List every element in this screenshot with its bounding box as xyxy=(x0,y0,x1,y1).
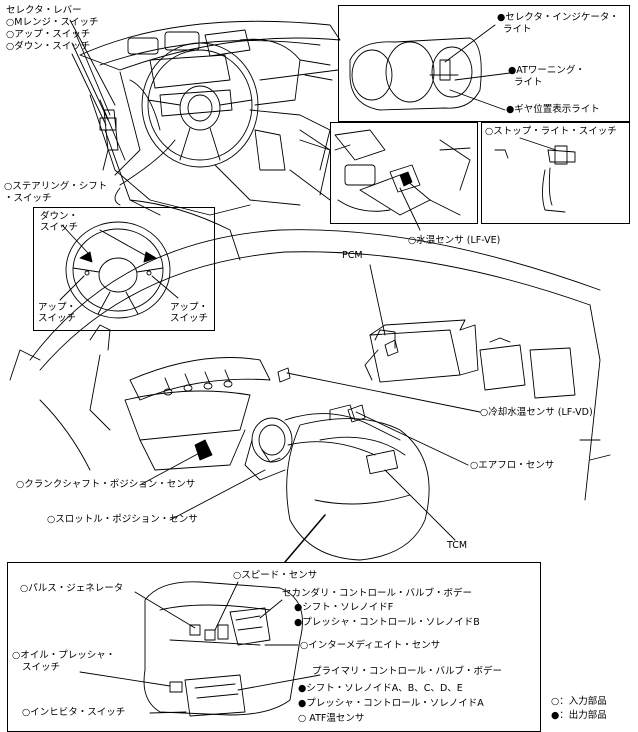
steering-inset-drawing xyxy=(59,221,179,319)
label-at-warning-1: ●ATワーニング・ xyxy=(508,65,585,76)
label-crankshaft-sensor: ○クランクシャフト・ポジション・センサ xyxy=(16,479,196,490)
label-at-warning-2: ライト xyxy=(514,77,543,88)
legend-input: ○：入力部品 xyxy=(551,696,607,707)
label-gear-position: ●ギヤ位置表示ライト xyxy=(506,104,600,115)
label-primary-valve-body: プライマリ・コントロール・バルブ・ボデー xyxy=(312,666,503,677)
label-down-1: ダウン・ xyxy=(40,211,79,222)
stop-light-inset-frame xyxy=(481,122,630,224)
label-oil-pressure-switch-1: ○オイル・プレッシャ・ xyxy=(12,650,116,661)
label-pressure-solenoid-b: ●プレッシャ・コントロール・ソレノイドB xyxy=(294,617,480,628)
label-stop-light-switch: ○ストップ・ライト・スイッチ xyxy=(485,126,617,137)
label-down-2: スイッチ xyxy=(40,222,79,233)
label-steering-shift-switch-2: ・スイッチ xyxy=(4,193,52,204)
cluster-inset-frame xyxy=(338,5,630,122)
label-steering-shift-switch-1: ○ステアリング・シフト xyxy=(4,181,108,192)
label-pressure-solenoid-a: ●プレッシャ・コントロール・ソレノイドA xyxy=(298,698,484,709)
steering-inset-frame xyxy=(33,207,215,331)
dashboard-drawing xyxy=(79,20,341,261)
label-tcm: TCM xyxy=(447,540,468,551)
label-pcm: PCM xyxy=(342,250,363,261)
label-up-left-2: スイッチ xyxy=(38,313,77,324)
label-selector-lever: セレクタ・レバー xyxy=(6,5,82,16)
label-speed-sensor: ○スピード・センサ xyxy=(233,570,318,581)
label-atf-temp-sensor: ○ ATF温センサ xyxy=(298,713,365,724)
label-shift-solenoid-f: ●シフト・ソレノイドF xyxy=(294,602,394,613)
stop-light-inset-drawing xyxy=(494,137,576,213)
water-temp-inset-drawing xyxy=(334,129,471,231)
label-intermediate-sensor: ○インターメディエイト・センサ xyxy=(300,640,441,651)
transaxle-drawing xyxy=(143,581,303,717)
label-secondary-valve-body: セカンダリ・コントロール・バルブ・ボデー xyxy=(282,588,473,599)
label-down-switch: ○ダウン・スイッチ xyxy=(6,41,91,52)
label-inhibitor-switch: ○インヒビタ・スイッチ xyxy=(22,707,126,718)
label-water-temp-sensor: ○水温センサ (LF-VE) xyxy=(408,235,501,246)
label-shift-solenoids-ae: ●シフト・ソレノイドA、B、C、D、E xyxy=(298,683,463,694)
label-selector-indicator-2: ライト xyxy=(503,24,532,35)
cluster-drawing xyxy=(349,24,511,111)
label-m-range-switch: ○Mレンジ・スイッチ xyxy=(6,17,99,28)
label-up-switch: ○アップ・スイッチ xyxy=(6,29,91,40)
label-pulse-generator: ○パルス・ジェネレータ xyxy=(20,583,124,594)
water-temp-inset-frame xyxy=(330,122,478,224)
label-coolant-temp-sensor: ○冷却水温センサ (LF-VD) xyxy=(480,407,593,418)
engine-drawing xyxy=(9,229,611,561)
label-up-right-2: スイッチ xyxy=(170,313,209,324)
label-airflow-sensor: ○エアフロ・センサ xyxy=(470,460,555,471)
label-selector-indicator-1: ●セレクタ・インジケータ・ xyxy=(497,12,619,23)
legend-output: ●：出力部品 xyxy=(551,710,607,721)
label-up-right-1: アップ・ xyxy=(170,302,209,313)
label-throttle-sensor: ○スロットル・ポジション・センサ xyxy=(47,514,198,525)
label-up-left-1: アップ・ xyxy=(38,302,77,313)
label-oil-pressure-switch-2: スイッチ xyxy=(22,662,61,673)
